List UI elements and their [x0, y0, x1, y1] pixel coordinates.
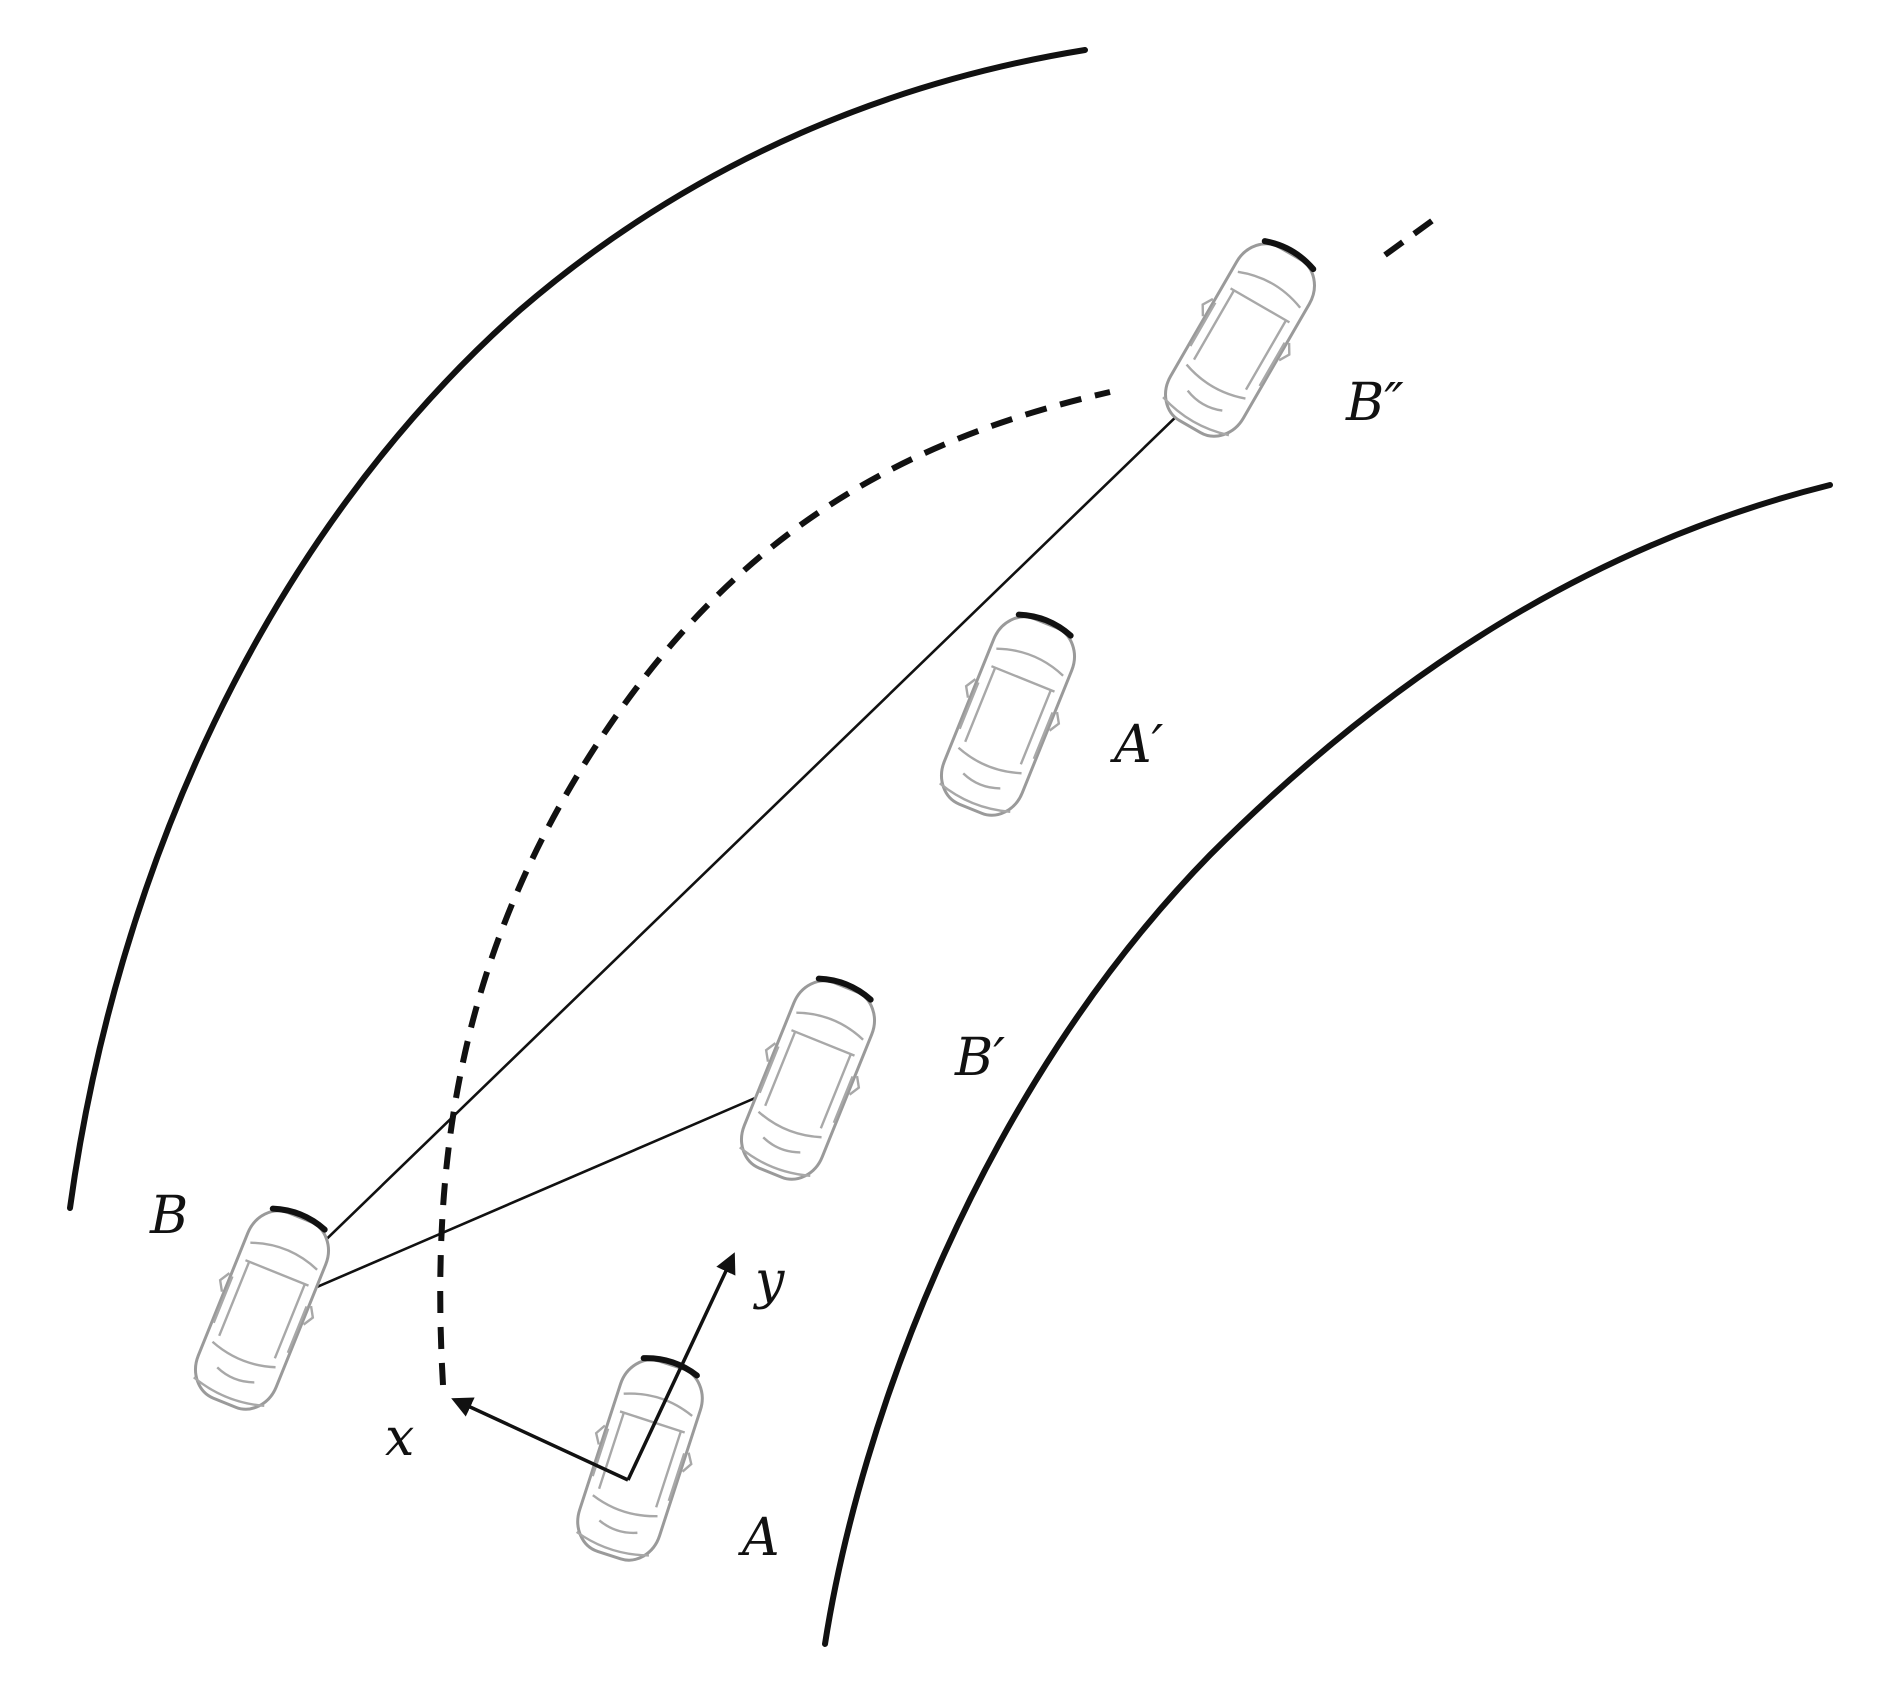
label-b-double-prime: B″: [1345, 373, 1404, 433]
label-b-prime: B′: [954, 1028, 1005, 1088]
label-y-axis: y: [753, 1251, 785, 1311]
y-axis-arrow: [626, 1252, 736, 1481]
inner-road-edge: [822, 482, 1833, 1647]
line-b-to-b-double-prime: [244, 349, 1246, 1319]
outer-road-edge: [67, 47, 1088, 1211]
label-x-axis: x: [385, 1408, 414, 1468]
car-b-double-prime: [1147, 226, 1335, 452]
label-a-prime: A′: [1110, 715, 1164, 775]
line-b-to-b-prime: [244, 1081, 791, 1320]
x-axis-arrow: [451, 1397, 629, 1482]
trajectory-path: [437, 389, 1111, 1386]
trajectory-exit: [1383, 212, 1442, 258]
label-a: A: [738, 1508, 780, 1568]
car-b: [178, 1196, 347, 1422]
car-b-prime: [724, 966, 893, 1192]
label-b: B: [149, 1186, 188, 1246]
